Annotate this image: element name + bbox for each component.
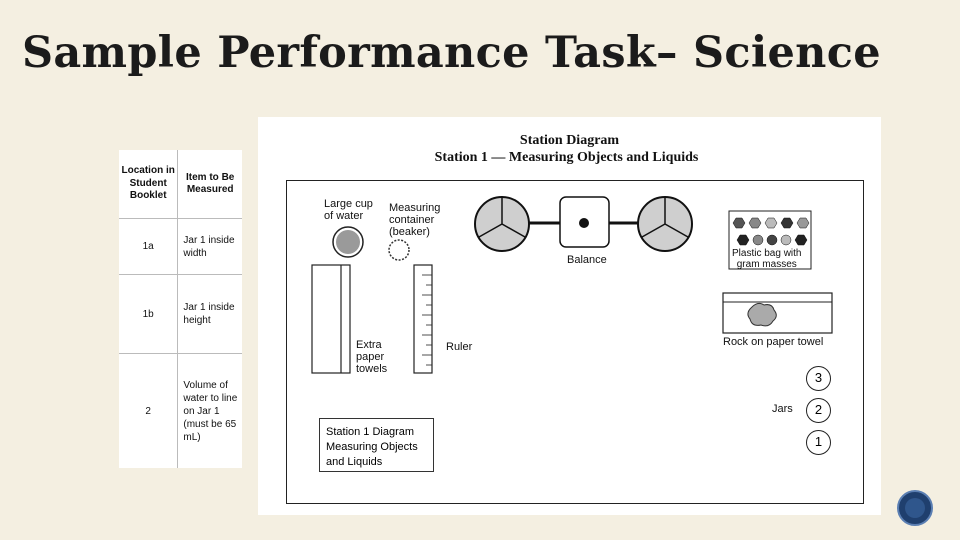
ruler-shape	[413, 264, 433, 374]
table-header-row: Location in Student Booklet Item to Be M…	[119, 150, 242, 219]
jar-2: 2	[806, 398, 831, 423]
jars-label: Jars	[772, 403, 793, 415]
row-location: 2	[119, 353, 179, 468]
location-table: Location in Student Booklet Item to Be M…	[119, 150, 242, 468]
diagram-drawing	[311, 196, 833, 374]
diagram-subtitle: Station 1 — Measuring Objects and Liquid…	[434, 150, 699, 165]
large-cup-label: Large cup of water	[324, 198, 373, 222]
diagram-caption: Station 1 Diagram Measuring Objects and …	[319, 418, 434, 472]
slide-nav-icon[interactable]	[897, 490, 933, 526]
ruler-label: Ruler	[446, 341, 473, 353]
table-row: 1a Jar 1 inside width	[119, 218, 242, 275]
station-diagram: Station Diagram Station 1 — Measuring Ob…	[258, 117, 881, 515]
jar-1: 1	[806, 430, 831, 455]
header-location: Location in Student Booklet	[119, 150, 179, 219]
station-frame	[286, 180, 864, 504]
table-row: 1b Jar 1 inside height	[119, 274, 242, 354]
row-location: 1b	[119, 274, 179, 354]
rock-towel	[722, 292, 833, 334]
jar-3: 3	[806, 366, 831, 391]
slide-title: Sample Performance Task– Science	[22, 28, 881, 78]
water-fill	[336, 230, 360, 254]
rock-shape	[747, 302, 777, 327]
paper-towels-shape	[311, 264, 351, 374]
row-item: Volume of water to line on Jar 1 (must b…	[183, 379, 238, 443]
balance-label: Balance	[567, 254, 607, 266]
beaker-shape	[388, 239, 410, 261]
rock-label: Rock on paper towel	[723, 336, 824, 348]
extra-towels-label: Extra paper towels	[356, 339, 388, 375]
measuring-container-label: Measuring container (beaker)	[389, 202, 441, 238]
row-item: Jar 1 inside width	[177, 218, 242, 275]
gram-masses-label: Plastic bag with gram masses	[732, 248, 802, 270]
header-item: Item to Be Measured	[177, 150, 242, 219]
row-item: Jar 1 inside height	[177, 274, 242, 354]
table-row: 2 Volume of water to line on Jar 1 (must…	[119, 353, 242, 468]
diagram-title: Station Diagram	[519, 133, 620, 148]
row-location: 1a	[119, 218, 179, 275]
